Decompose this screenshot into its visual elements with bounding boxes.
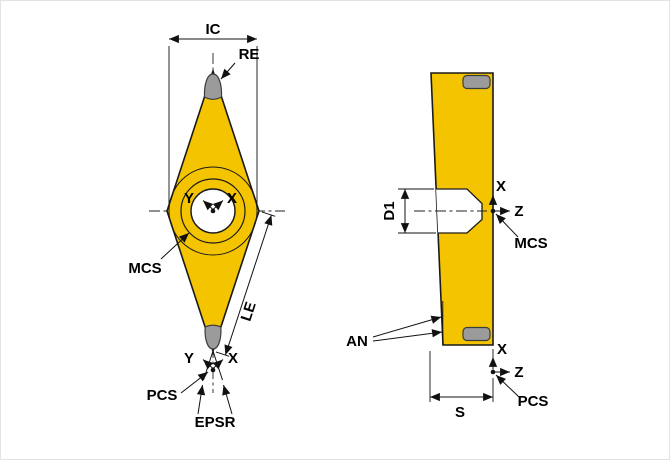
tip-edge-extension-left [203,350,214,381]
tip-edge-extension-right [212,350,223,381]
s-dimension-label: S [455,404,465,421]
front-mcs-label: MCS [128,260,161,277]
side-mcs-leader [495,213,519,238]
side-bottom-z-axis-label: Z [514,364,523,381]
le-extension-top [261,211,276,217]
hole-section-outline [436,188,483,234]
re-label: RE [239,46,260,63]
center-y-axis-label: Y [184,190,194,207]
front-view: IC RE Y X MCS LE Y X PCS EPSR [128,21,285,431]
center-x-axis-arrow [212,200,224,211]
side-mid-x-axis-label: X [496,178,506,195]
side-bottom-nose-tip [462,326,491,342]
epsr-label: EPSR [195,414,236,431]
d1-dimension-label: D1 [381,201,398,220]
side-pcs-leader [495,374,520,398]
tip-y-axis-label: Y [184,350,194,367]
le-dimension-label: LE [238,300,260,323]
an-leader-lower [372,329,443,342]
le-extension-bottom [215,351,230,357]
tip-y-axis-arrow [202,359,214,370]
an-label: AN [346,333,368,350]
side-mid-z-axis-label: Z [514,203,523,220]
front-mcs-leader [160,232,190,260]
bottom-nose-tip [204,324,222,350]
side-mcs-label: MCS [514,235,547,252]
re-leader [220,62,236,80]
side-view: D1 X Z MCS AN X Z PCS S [346,72,549,421]
counterbore-circle [180,178,246,244]
inscribed-circle [168,166,258,256]
tip-x-axis-arrow [212,359,224,370]
side-pcs-label: PCS [518,393,549,410]
top-nose-tip [203,73,223,100]
epsr-arrow-left [196,384,206,415]
an-leader-upper [372,315,442,338]
side-top-nose-tip [462,74,491,90]
epsr-arrow-right [222,384,233,415]
le-dimension-line [224,214,273,356]
center-x-axis-label: X [227,190,237,207]
side-bottom-x-axis-label: X [497,341,507,358]
center-y-axis-arrow [202,200,214,211]
ic-dimension-label: IC [206,21,221,38]
front-pcs-label: PCS [147,387,178,404]
front-pcs-leader [180,371,209,394]
side-pcs-origin-point [490,369,496,375]
tip-x-axis-label: X [228,350,238,367]
side-mcs-origin-point [490,208,496,214]
